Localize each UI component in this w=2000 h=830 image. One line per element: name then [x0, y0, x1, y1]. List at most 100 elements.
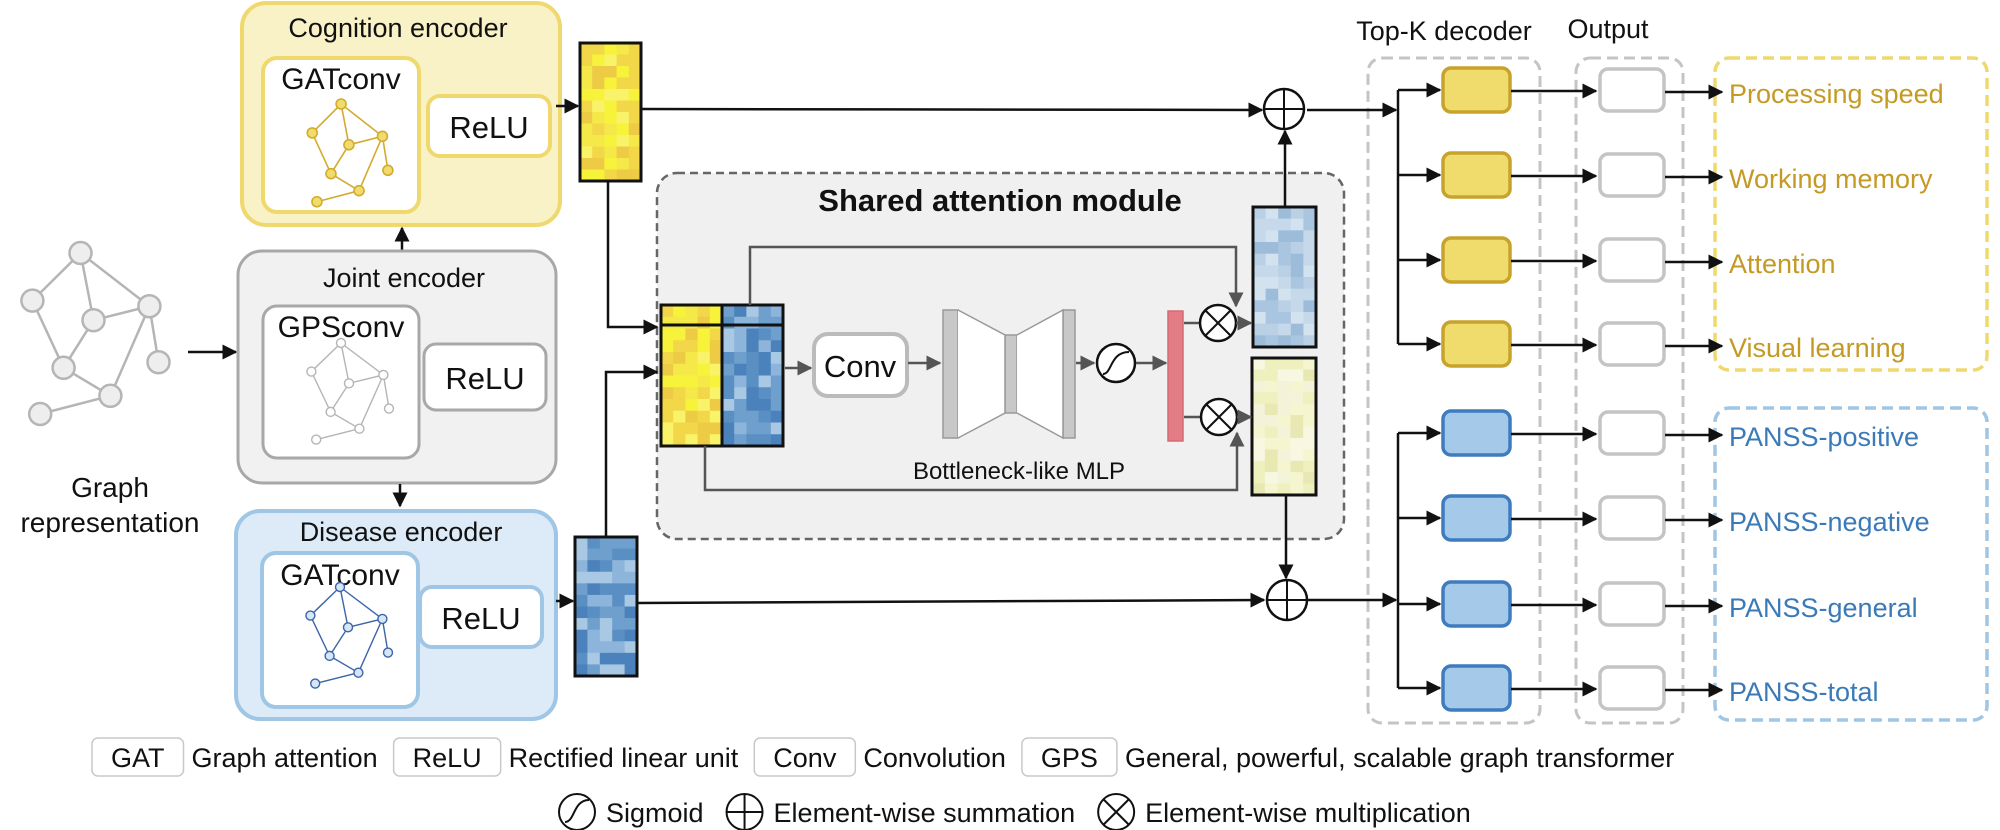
heatmap-cell — [661, 434, 674, 447]
disease-graph-node — [324, 650, 335, 662]
cog-output-box[interactable] — [1598, 152, 1666, 198]
dis-decoder-head[interactable] — [1441, 409, 1512, 457]
heatmap-cell — [770, 352, 784, 365]
heatmap-cell — [599, 618, 613, 631]
heatmap-cell — [746, 410, 760, 423]
heatmap-cell — [746, 328, 760, 341]
heatmap-cell — [722, 363, 735, 376]
heatmap-cell — [1265, 277, 1279, 290]
dis-output-box[interactable] — [1598, 410, 1666, 456]
heatmap-cell — [734, 434, 747, 447]
cognition-gatconv-label: GATconv — [281, 63, 401, 96]
joint-gpsconv-box — [261, 304, 421, 460]
cog-decoder-head[interactable] — [1441, 66, 1512, 114]
dis-decoder-head[interactable] — [1441, 580, 1512, 628]
cog-output-box[interactable] — [1598, 237, 1666, 283]
heatmap-cell — [587, 606, 601, 619]
heatmap-cell — [616, 43, 630, 55]
cognition-graph-edge — [358, 135, 384, 192]
heatmap-cell — [758, 399, 772, 412]
heatmap-cell — [587, 560, 601, 573]
heatmap-cell — [709, 434, 723, 447]
cog-output-label: Processing speed — [1729, 79, 1944, 109]
heatmap-cell — [734, 399, 747, 412]
mlp-label: Bottleneck-like MLP — [913, 458, 1125, 485]
cognition-graph-edge — [340, 103, 350, 145]
heatmap-cell — [697, 422, 711, 435]
dis-decoder-head[interactable] — [1441, 494, 1512, 542]
heatmap-cell — [685, 340, 699, 353]
heatmap-cell — [1290, 369, 1304, 382]
heatmap-cell — [599, 594, 613, 607]
dis-output-box[interactable] — [1598, 495, 1666, 541]
dis-output-box[interactable] — [1598, 665, 1666, 711]
dis-output-label: PANSS-total — [1729, 677, 1879, 707]
heatmap-cell — [604, 146, 618, 159]
disease-relu-box[interactable] — [418, 585, 544, 649]
heatmap-cell — [1290, 335, 1304, 348]
heatmap-cell — [1290, 415, 1304, 427]
heatmap-cell — [616, 146, 630, 159]
joint-graph-edge — [330, 382, 350, 413]
conv-box[interactable] — [812, 332, 909, 398]
heatmap-cell — [673, 352, 686, 365]
cognition-feature-map — [578, 41, 643, 183]
disease-graph-edge — [357, 618, 384, 673]
heatmap-cell — [599, 664, 613, 677]
heatmap-cell — [1303, 312, 1317, 325]
heatmap-cell — [612, 664, 626, 677]
heatmap-cell — [673, 375, 686, 388]
heatmap-cell — [770, 328, 784, 341]
cog-decoder-head[interactable] — [1441, 320, 1512, 368]
heatmap-cell — [758, 305, 772, 318]
heatmap-cell — [697, 375, 711, 388]
sum-icon — [725, 793, 764, 830]
dis-output-box[interactable] — [1598, 581, 1666, 627]
joint-relu-box[interactable] — [422, 342, 548, 412]
heatmap-cell — [722, 422, 735, 435]
heatmap-cell — [1290, 218, 1304, 231]
disease-graph-edge — [339, 586, 349, 628]
cog-output-box[interactable] — [1598, 321, 1666, 367]
cognition-graph-node — [343, 139, 355, 151]
joint-graph-edge — [316, 428, 360, 441]
heatmap-cell — [580, 43, 593, 55]
topk-decoder-region — [1366, 56, 1542, 725]
heatmap-cell — [758, 422, 772, 435]
input-graph-node — [27, 401, 53, 427]
cog-decoder-head[interactable] — [1441, 151, 1512, 199]
heatmap-cell — [758, 434, 772, 447]
heatmap-cell — [604, 158, 618, 170]
heatmap-cell — [628, 54, 642, 67]
heatmap-cell — [1253, 230, 1267, 243]
heatmap-cell — [722, 340, 735, 353]
input-graph-edge — [31, 300, 65, 369]
heatmap-cell — [697, 328, 711, 341]
input-graph-node — [81, 307, 106, 333]
bottleneck-mlp: Bottleneck-like MLP — [913, 308, 1125, 485]
cognition-relu-box[interactable] — [426, 94, 552, 158]
heatmap-cell — [612, 571, 626, 584]
heatmap-cell — [685, 375, 699, 388]
heatmap-cell — [685, 434, 699, 447]
heatmap-cell — [1290, 230, 1304, 243]
joint-encoder-title: Joint encoder — [323, 263, 485, 293]
cog-output-box[interactable] — [1598, 67, 1666, 113]
dis-decoder-head[interactable] — [1441, 664, 1512, 712]
heatmap-cell — [1253, 242, 1267, 255]
heatmap-cell — [604, 66, 618, 78]
heatmap-cell — [746, 375, 760, 388]
heatmap-cell — [1265, 323, 1279, 336]
heatmap-cell — [624, 583, 638, 596]
concat-feature-map-disease — [661, 303, 785, 448]
input-graph-node — [137, 293, 162, 319]
cog-decoder-head[interactable] — [1441, 236, 1512, 284]
attended-feature-map-blue — [1251, 205, 1318, 349]
disease-encoder-title: Disease encoder — [300, 517, 503, 547]
heatmap-cell — [628, 158, 642, 170]
heatmap-cell — [628, 123, 642, 136]
heatmap-cell — [580, 77, 593, 90]
heatmap-cell — [1303, 288, 1317, 301]
cognition-graph-icon — [306, 98, 394, 208]
